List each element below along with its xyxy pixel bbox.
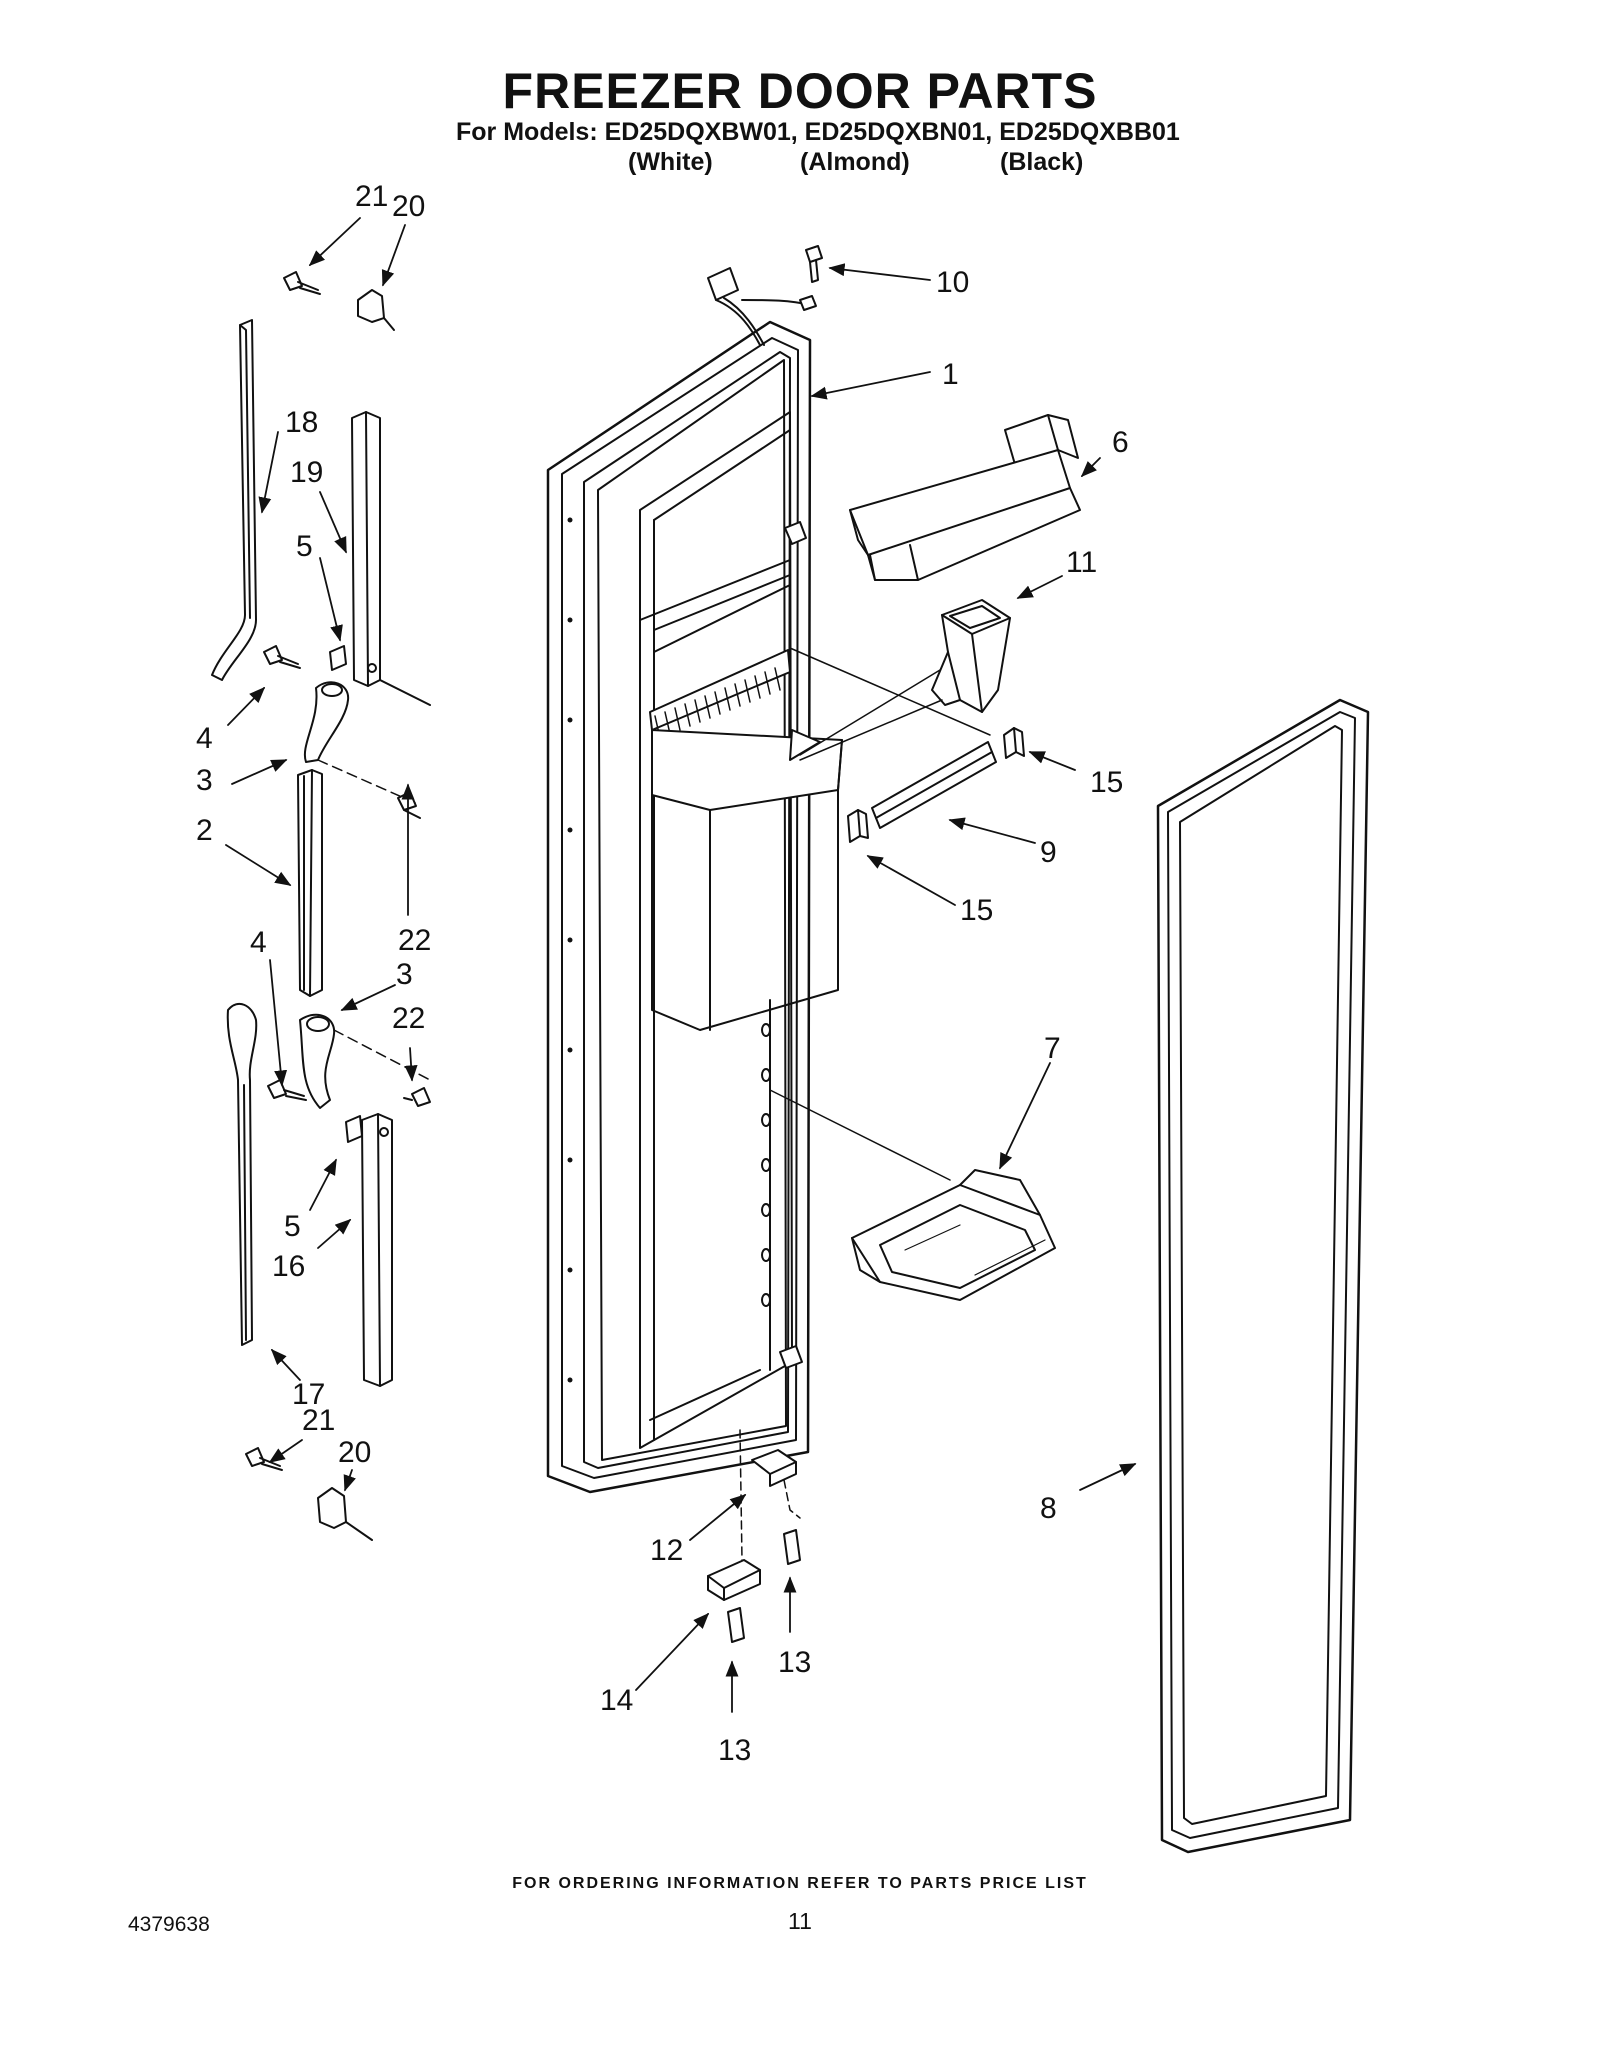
part-11-ice-chute (931, 599, 1011, 713)
callout-4: 4 (250, 926, 267, 959)
page-title: FREEZER DOOR PARTS (502, 63, 1098, 119)
part-4-screw-upper (263, 645, 301, 669)
part-2-trim-strip (297, 769, 323, 997)
callout-22: 22 (398, 924, 431, 957)
callout-21: 21 (302, 1404, 335, 1437)
part-17-trim (226, 1002, 258, 1346)
callout-13: 13 (778, 1646, 811, 1679)
color-almond: (Almond) (800, 148, 910, 176)
callout-13: 13 (718, 1734, 751, 1767)
callout-5: 5 (284, 1210, 301, 1243)
part-20-hinge-cap-top (357, 289, 395, 331)
callout-1: 1 (942, 358, 959, 391)
callout-2: 2 (196, 814, 213, 847)
part-12-hinge-bushing (751, 1449, 801, 1519)
callout-10: 10 (936, 266, 969, 299)
screw-holes (567, 517, 573, 1383)
part-5-bushing-lower (345, 1115, 363, 1143)
part-4-screw-lower (267, 1079, 307, 1101)
part-21-screw-top (283, 271, 321, 295)
callout-20: 20 (338, 1436, 371, 1469)
page-number: 11 (788, 1908, 812, 1934)
part-3-hinge-lower (299, 1013, 431, 1109)
part-9-rail (871, 741, 997, 829)
callout-6: 6 (1112, 426, 1129, 459)
ordering-note: FOR ORDERING INFORMATION REFER TO PARTS … (512, 1875, 1088, 1892)
model-list: For Models: ED25DQXBW01, ED25DQXBN01, ED… (456, 118, 1180, 146)
callout-3: 3 (396, 958, 413, 991)
part-13-screw-right (783, 1529, 801, 1565)
callout-22: 22 (392, 1002, 425, 1035)
callout-arrows (225, 217, 1137, 1713)
callout-20: 20 (392, 190, 425, 223)
callout-11: 11 (1066, 546, 1097, 579)
callout-14: 14 (600, 1684, 633, 1717)
callout-8: 8 (1040, 1492, 1057, 1525)
part-13-screw-bottom (727, 1607, 745, 1643)
part-21-screw-bottom (245, 1447, 283, 1471)
callout-15: 15 (1090, 766, 1123, 799)
part-15-clip-upper (1003, 727, 1025, 759)
callout-15: 15 (960, 894, 993, 927)
part-20-hinge-cap-bottom (317, 1487, 373, 1541)
part-19-channel (351, 411, 431, 706)
part-22-screw-upper (397, 791, 421, 819)
part-3-hinge-upper (303, 681, 421, 806)
callout-9: 9 (1040, 836, 1057, 869)
part-22-screw-lower (403, 1087, 431, 1107)
color-black: (Black) (1000, 148, 1084, 176)
part-14-bottom-hinge (707, 1559, 761, 1601)
part-15-clip-lower (847, 809, 869, 843)
callout-16: 16 (272, 1250, 305, 1283)
part-7-bin (769, 1089, 1056, 1301)
callout-21: 21 (355, 180, 388, 213)
callout-18: 18 (285, 406, 318, 439)
color-white: (White) (628, 148, 713, 176)
rail-guide-line (789, 647, 991, 736)
part-16-channel (361, 1113, 393, 1387)
part-10-screw (805, 245, 823, 283)
wire-harness (707, 267, 817, 346)
callout-4: 4 (196, 722, 213, 755)
part-18-trim (211, 319, 257, 681)
freezer-door-panel (546, 320, 843, 1494)
chute-guide-lines (799, 669, 943, 761)
callout-5: 5 (296, 530, 313, 563)
callout-12: 12 (650, 1534, 683, 1567)
part-8-gasket (1156, 698, 1370, 1854)
callout-3: 3 (196, 764, 213, 797)
shelf-holes (761, 1023, 771, 1307)
callout-17: 17 (292, 1378, 325, 1411)
part-5-bushing-upper (329, 645, 347, 671)
part-6-door-bin (849, 414, 1081, 581)
callout-7: 7 (1044, 1032, 1061, 1065)
callout-19: 19 (290, 456, 323, 489)
document-number: 4379638 (128, 1913, 210, 1936)
